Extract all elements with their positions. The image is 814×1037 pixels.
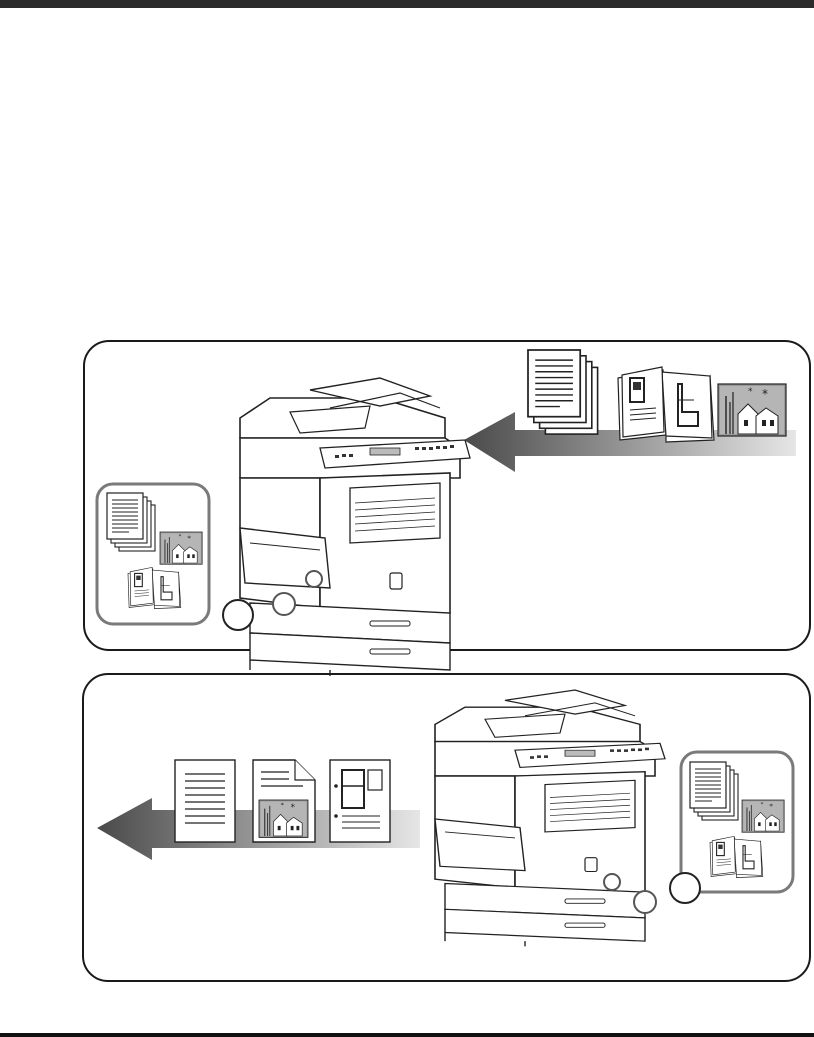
callout-circle (634, 891, 656, 913)
dog-ear-photo-page-icon (253, 760, 315, 842)
originals-tray-icon (97, 484, 209, 624)
callout-circle (670, 873, 700, 903)
booklet-icon (618, 367, 714, 442)
multi-page-document-icon (528, 350, 598, 434)
callout-circle (306, 571, 322, 587)
bottom-rule (0, 1033, 814, 1037)
callout-circle (273, 593, 295, 615)
originals-tray-icon (681, 752, 793, 892)
callout-circle (604, 874, 620, 890)
text-page-icon (175, 760, 235, 842)
punched-layout-page-icon (330, 760, 390, 842)
copier-icon (435, 690, 665, 946)
photo-icon (718, 384, 786, 436)
callout-circle (223, 600, 253, 630)
copier-icon (240, 378, 470, 676)
